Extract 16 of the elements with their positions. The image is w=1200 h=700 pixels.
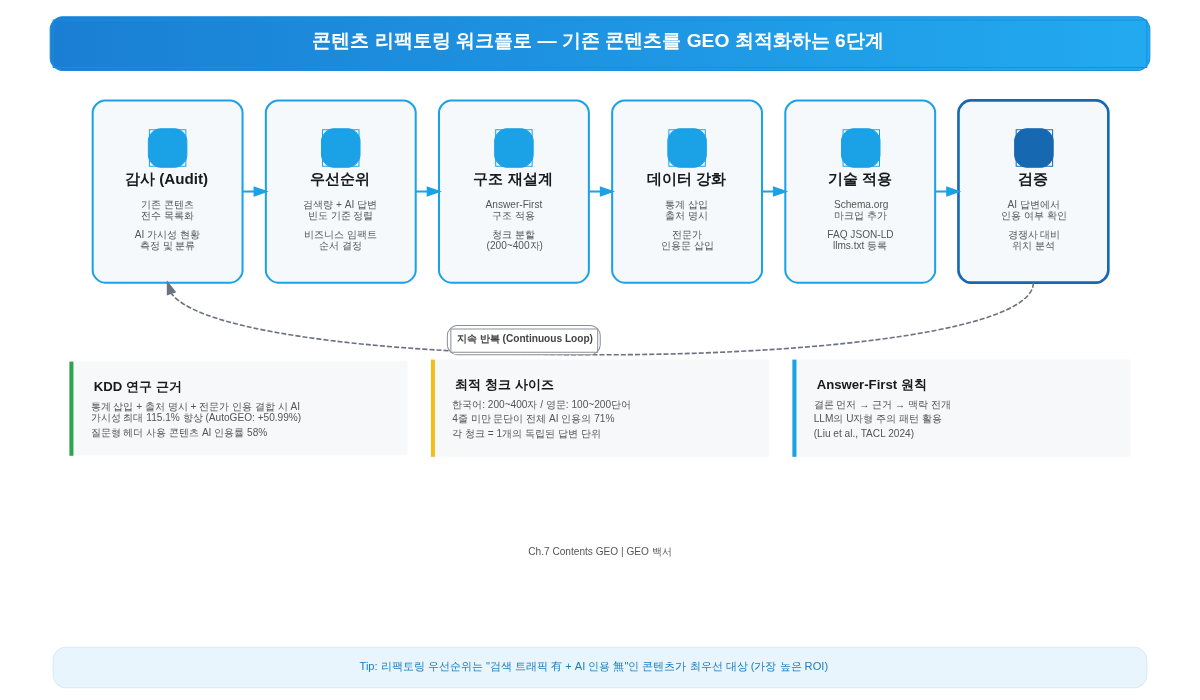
edge-label: 지속 반복 (Continuous Loop) — [456, 333, 593, 345]
node-box: 우선순위 검색량 + AI 답변 빈도 기준 정렬 비즈니스 임팩트 순서 결정 — [264, 99, 417, 284]
arrow — [242, 186, 269, 197]
arrow — [935, 186, 962, 197]
diagram-title: 콘텐츠 리팩토링 워크플로 — 기존 콘텐츠를 GEO 최적화하는 6단계 — [312, 30, 884, 52]
arrow — [415, 186, 442, 197]
node-box: 기술 적용 Schema.org 마크업 추가 FAQ JSON-LD llms.txt 등록 — [784, 99, 937, 284]
node-box: 감사 (Audit) 기존 콘텐츠 전수 목록화 AI 가시성 현황 측정 및 분류 — [91, 99, 244, 284]
arrow — [589, 186, 616, 197]
node-box: 구조 재설계 Answer-First 구조 적용 청크 분할 (200~400자) — [437, 99, 590, 284]
arrow — [762, 186, 789, 197]
caption: Ch.7 Contents GEO | GEO 백서 — [528, 545, 672, 557]
node-box: 검증 AI 답변에서 인용 여부 확인 경쟁사 대비 위치 분석 — [957, 99, 1110, 284]
node-box: 데이터 강화 통계 삽입 출처 명시 전문가 인용문 삽입 — [611, 99, 764, 284]
arrow — [166, 280, 1035, 356]
node-box: Tip: 리팩토링 우선순위는 "검색 트래픽 有 + AI 인용 無"인 콘텐츠가 최우선 대상 (가장 높은 ROI) — [52, 646, 1148, 689]
